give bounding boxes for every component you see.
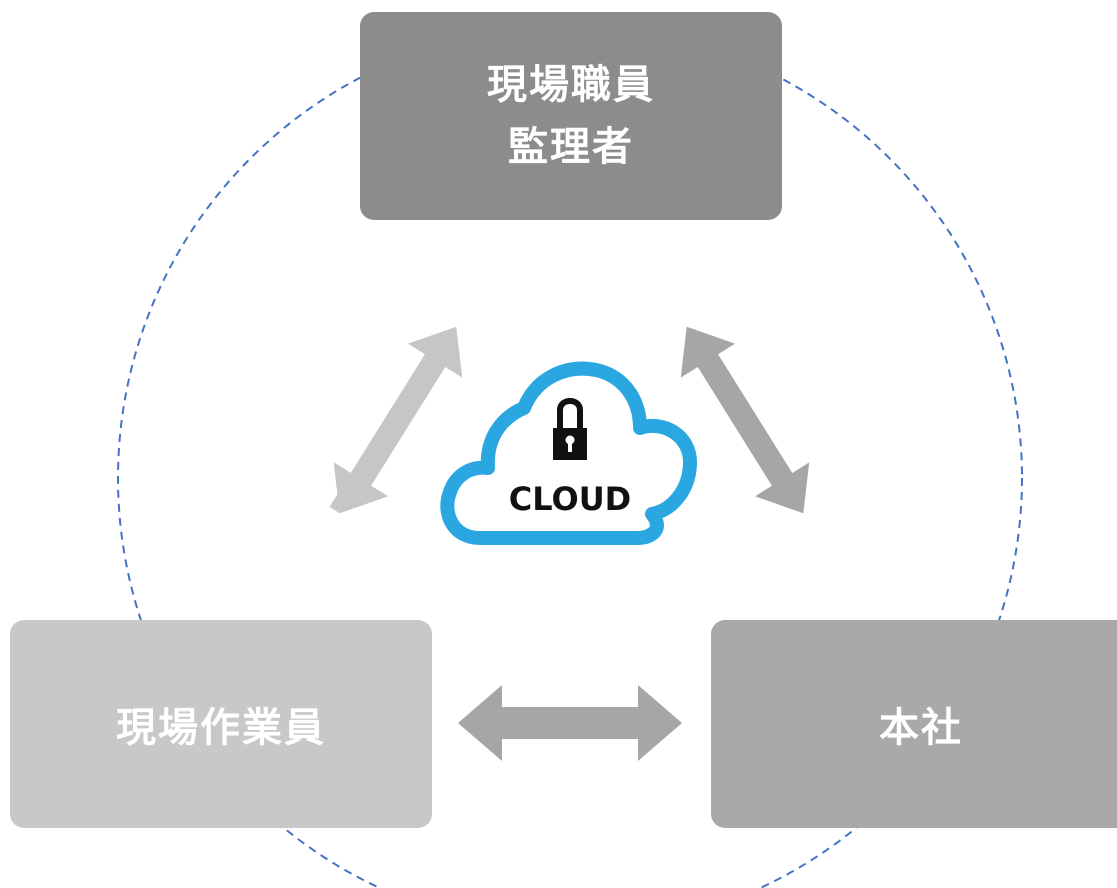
cloud-icon: CLOUD	[440, 361, 697, 545]
node-head-office: 本社	[711, 620, 1117, 828]
node-site-workers: 現場作業員	[10, 620, 432, 828]
arrow-top-right	[680, 326, 810, 514]
arrow-bottom	[458, 685, 682, 761]
lock-icon	[553, 398, 587, 460]
node-site-staff-supervisor: 現場職員 監理者	[360, 12, 782, 220]
cloud-label: CLOUD	[509, 480, 631, 518]
node-top-line1: 現場職員	[487, 62, 655, 108]
node-right-label: 本社	[879, 705, 963, 751]
node-left-label: 現場作業員	[116, 705, 326, 751]
arrow-top-left	[329, 326, 463, 514]
node-top-line2: 監理者	[508, 124, 634, 170]
